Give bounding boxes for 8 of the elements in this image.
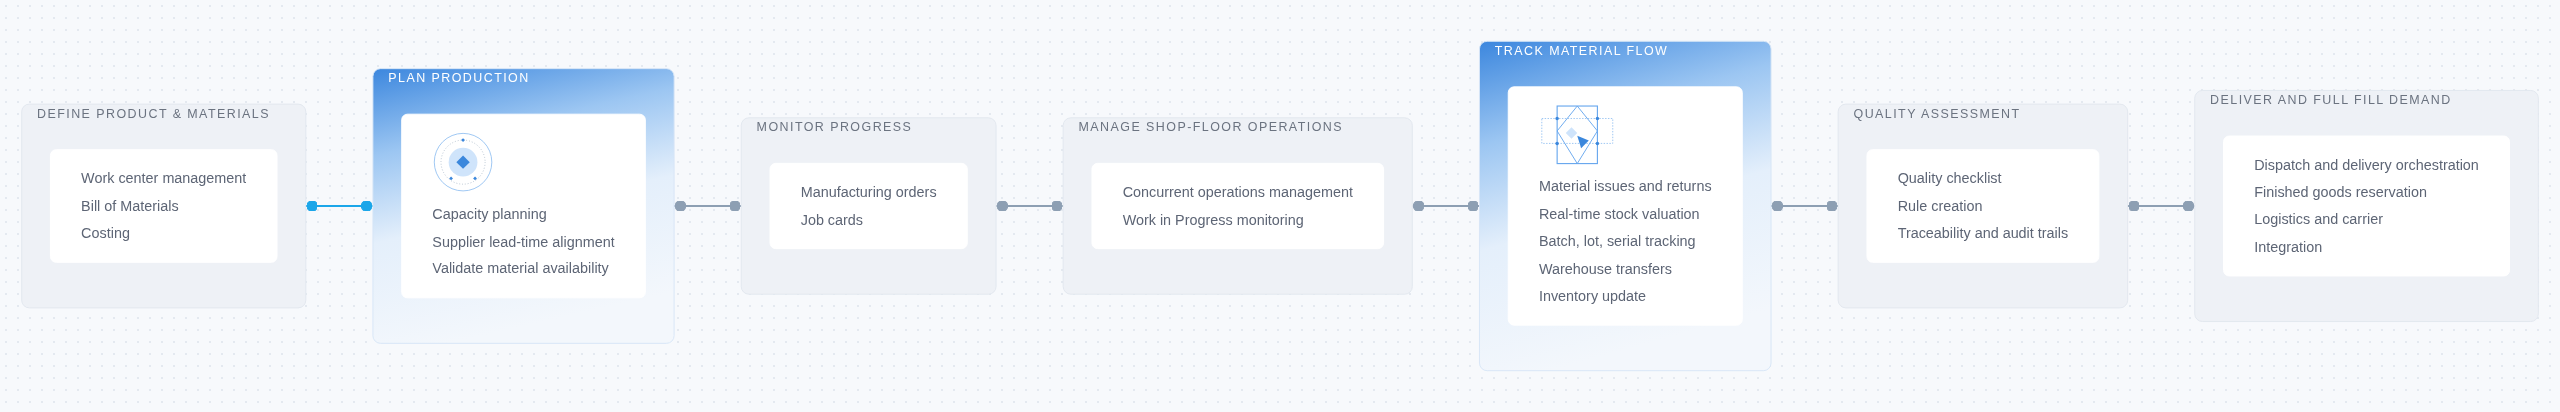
connector [1411,200,1481,212]
node-box: Capacity planning Supplier lead-time alignment Validate material availability [401,113,646,299]
connector [304,200,374,212]
connector [1770,200,1840,212]
node-box: Material issues and returns Real-time stock valuation Batch, lot, serial tracking Warehouse transfers Inventory update [1507,86,1743,326]
connector [673,200,743,212]
connector [995,200,1065,212]
connector [2126,200,2196,212]
